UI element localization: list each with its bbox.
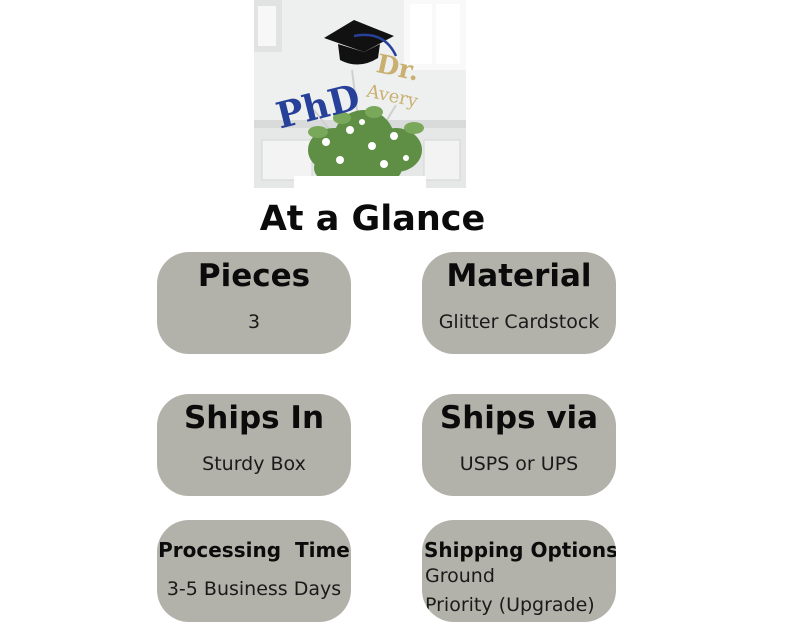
processing-time-title: Processing Time <box>158 538 350 562</box>
processing-time-value: 3-5 Business Days <box>166 578 342 600</box>
ships-in-title: Ships In <box>183 400 325 436</box>
shipping-option-ground: Ground <box>425 565 495 587</box>
ships-via-card: Ships via USPS or UPS <box>422 394 616 496</box>
pieces-title: Pieces <box>197 258 311 294</box>
centerpiece-illustration: PhD Dr. Avery <box>254 0 466 188</box>
section-heading: At a Glance <box>259 199 486 239</box>
material-value: Glitter Cardstock <box>438 311 600 333</box>
material-title: Material <box>446 258 592 294</box>
ships-in-card: Ships In Sturdy Box <box>157 394 351 496</box>
shipping-options-list: Ground Priority (Upgrade) <box>425 562 595 620</box>
ships-via-value: USPS or UPS <box>459 453 579 475</box>
material-card: Material Glitter Cardstock <box>422 252 616 354</box>
pieces-value: 3 <box>247 311 261 333</box>
shipping-options-title: Shipping Options <box>423 538 616 562</box>
graduation-cap-icon <box>324 20 398 65</box>
ships-in-value: Sturdy Box <box>202 453 306 475</box>
product-photo: PhD Dr. Avery <box>254 0 466 188</box>
processing-time-card: Processing Time 3-5 Business Days <box>157 520 351 622</box>
ships-via-title: Ships via <box>439 400 599 436</box>
shipping-options-card: Shipping Options Ground Priority (Upgrad… <box>422 520 616 622</box>
pieces-card: Pieces 3 <box>157 252 351 354</box>
shipping-option-priority: Priority (Upgrade) <box>425 594 595 616</box>
